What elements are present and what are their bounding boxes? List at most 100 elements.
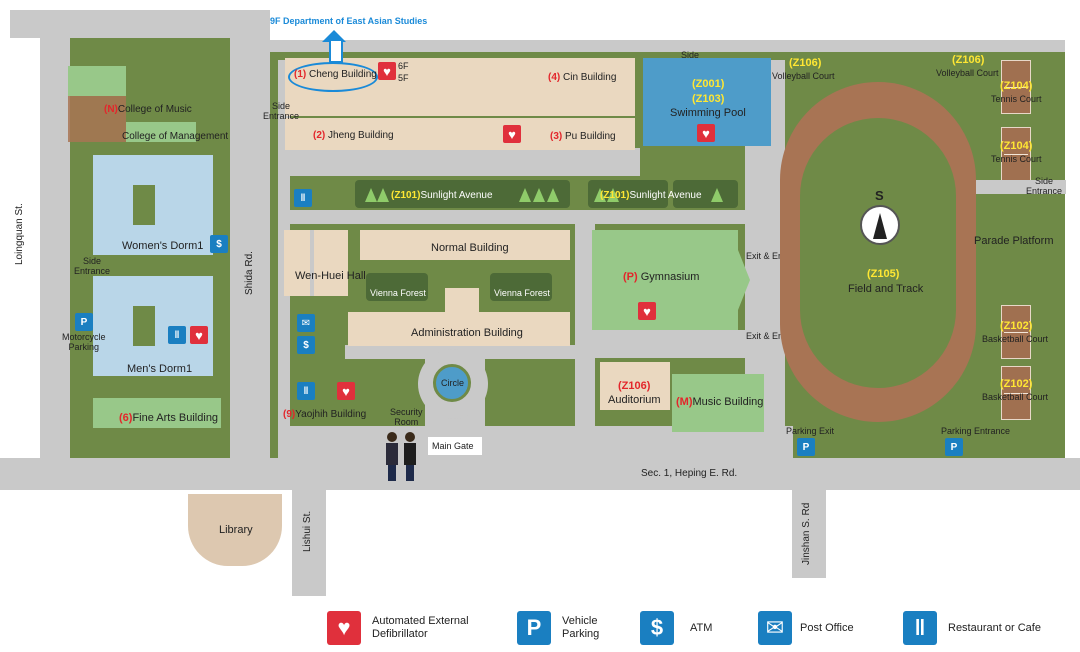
legend-atm-label: ATM: [690, 622, 713, 634]
tennis-court-1: [1001, 60, 1031, 114]
pu-name: Pu Building: [565, 131, 616, 142]
pu-code: (3): [550, 131, 563, 142]
jheng-name: Jheng Building: [328, 130, 394, 141]
administration-building: [348, 312, 570, 346]
road-lishui: [292, 488, 326, 596]
college-music-block: [68, 66, 126, 96]
jheng-label: (2) Jheng Building: [313, 130, 394, 141]
aed-icon[interactable]: ♥: [638, 302, 656, 320]
floor-6f-label: 6F: [398, 61, 409, 71]
fine-arts-name: Fine Arts Building: [132, 412, 219, 424]
tree-icon: [533, 188, 545, 202]
tree-icon: [547, 188, 559, 202]
restaurant-icon[interactable]: ǁ: [297, 382, 315, 400]
main-walkway-h4: [595, 330, 755, 358]
parking-exit-label: Parking Exit: [786, 426, 835, 436]
vienna-forest-2-label: Vienna Forest: [494, 288, 550, 298]
east-side-entrance-label: Side Entrance: [1026, 176, 1063, 196]
cheng-highlight-ellipse[interactable]: [288, 62, 378, 92]
auditorium-code: (Z106): [618, 380, 651, 392]
vienna-forest-1-label: Vienna Forest: [370, 288, 426, 298]
parking-icon[interactable]: P: [945, 438, 963, 456]
atm-icon[interactable]: $: [297, 336, 315, 354]
cin-label: (4) Cin Building: [548, 72, 616, 83]
main-gate-label: Main Gate: [432, 441, 474, 451]
dorm-block-4: [93, 276, 213, 306]
circle-center: [433, 364, 471, 402]
mens-dorm-label: Men's Dorm1: [127, 363, 193, 375]
tennis-court-2: [1001, 127, 1031, 181]
legend-post-office-icon: ✉: [758, 611, 792, 645]
legend-restaurant-icon: ǁ: [903, 611, 937, 645]
auditorium-building: [600, 362, 670, 410]
aed-icon[interactable]: ♥: [503, 125, 521, 143]
sunlight-1-code: (Z101): [391, 190, 421, 201]
person-figure-icon: [404, 432, 416, 482]
basketball-court-2: [1001, 366, 1031, 420]
dorm-block-5: [93, 306, 133, 346]
college-music-name: College of Music: [117, 104, 192, 115]
basketball-2-code: (Z102): [1000, 378, 1033, 390]
road-heping: [0, 458, 1080, 490]
music-name: Music Building: [692, 396, 764, 408]
field-label: Field and Track: [848, 283, 924, 295]
yaojhih-code: (9): [283, 409, 296, 420]
jheng-code: (2): [313, 130, 326, 141]
college-music-block2: [68, 96, 126, 142]
legend-parking-icon: P: [517, 611, 551, 645]
pool-code-2: (Z103): [692, 93, 725, 105]
field-code: (Z105): [867, 268, 900, 280]
normal-building: [360, 230, 570, 260]
library-building: [188, 494, 282, 566]
wen-huei-label: Wen-Huei Hall: [295, 270, 366, 282]
fine-arts-code: (6): [119, 412, 133, 424]
restaurant-icon[interactable]: ǁ: [294, 189, 312, 207]
tree-icon: [519, 188, 531, 202]
music-code: (M): [676, 396, 693, 408]
music-building: [672, 374, 764, 432]
legend-restaurant-label: Restaurant or Cafe: [948, 622, 1041, 634]
administration-tower: [445, 288, 479, 314]
legend-post-office-label: Post Office: [800, 622, 854, 634]
aed-icon[interactable]: ♥: [378, 62, 396, 80]
mens-dorm-block: [93, 346, 213, 376]
restaurant-icon[interactable]: ǁ: [168, 326, 186, 344]
parking-icon[interactable]: P: [75, 313, 93, 331]
road-loingquan: [40, 10, 70, 490]
dorm-block-1: [93, 155, 213, 185]
music-label: (M)Music Building: [676, 396, 763, 408]
west-campus-grass-left: [10, 38, 40, 458]
parade-platform-label: Parade Platform: [974, 235, 1054, 247]
gymnasium-code: (P): [623, 271, 638, 283]
womens-dorm-label: Women's Dorm1: [122, 240, 204, 252]
swimming-pool-label: Swimming Pool: [670, 107, 746, 119]
shida-road-label: Shida Rd.: [244, 251, 255, 295]
aed-icon[interactable]: ♥: [337, 382, 355, 400]
volleyball-1-code: (Z106): [789, 57, 822, 69]
tennis-1-code: (Z104): [1000, 80, 1033, 92]
motorcycle-parking-label: Motorcycle Parking: [62, 332, 106, 352]
basketball-2-label: Basketball Court: [982, 392, 1049, 402]
basketball-court-1: [1001, 305, 1031, 359]
dorm-block-2: [93, 185, 133, 225]
exit-entrance-2-label: Exit & Entrance: [746, 331, 809, 341]
sunlight-avenue-2-label: (Z101)Sunlight Avenue: [600, 190, 702, 201]
person-figure-icon: [386, 432, 398, 482]
loingquan-road-label: Loingquan St.: [14, 203, 25, 265]
parking-icon[interactable]: P: [797, 438, 815, 456]
post-office-icon[interactable]: ✉: [297, 314, 315, 332]
aed-icon[interactable]: ♥: [697, 124, 715, 142]
fine-arts-label: (6)Fine Arts Building: [119, 412, 218, 424]
up-arrow-stem: [329, 41, 343, 63]
main-walkway-h1: [280, 148, 640, 176]
aed-icon[interactable]: ♥: [190, 326, 208, 344]
legend-parking-label: Vehicle Parking: [562, 615, 600, 640]
auditorium-label: Auditorium: [608, 394, 661, 406]
tree-icon: [711, 188, 723, 202]
vienna-forest-1: [366, 273, 428, 301]
yaojhih-name: Yaojhih Building: [295, 409, 367, 420]
legend-aed-label: Automated External Defibrillator: [372, 615, 469, 640]
atm-icon[interactable]: $: [210, 235, 228, 253]
cin-code: (4): [548, 72, 561, 83]
sunlight-1-name: Sunlight Avenue: [420, 190, 493, 201]
